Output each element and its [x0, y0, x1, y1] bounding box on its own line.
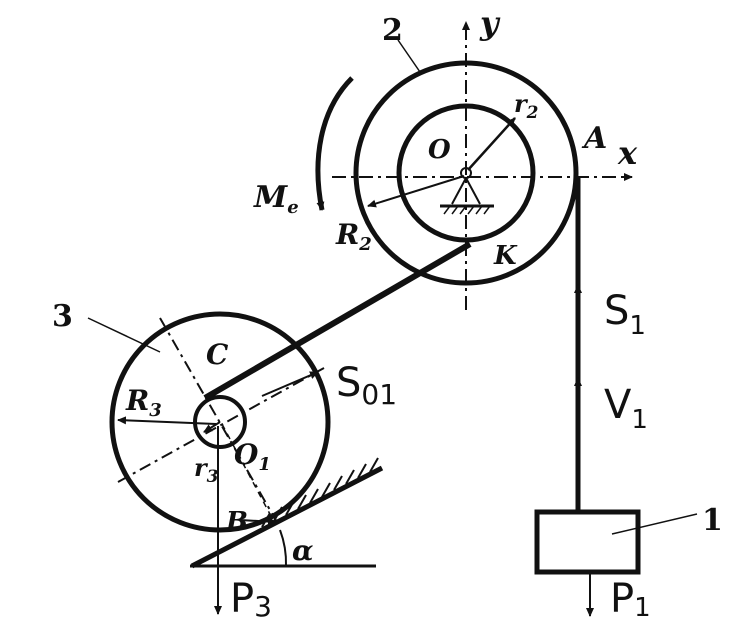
O1-B-line	[221, 423, 273, 519]
label-body-1: 1	[702, 503, 723, 538]
label-alpha: α	[292, 534, 314, 567]
S01-force-arrow	[261, 371, 319, 397]
pulley-2-inner-rim	[396, 103, 536, 243]
block-1	[534, 509, 698, 617]
r3-radius-arrow	[203, 421, 221, 433]
label-point-A: A	[581, 121, 607, 156]
body-3-leader	[87, 317, 161, 353]
block-1-body	[534, 509, 641, 575]
R3-radius-arrow	[117, 416, 217, 425]
label-body-3: 3	[52, 299, 73, 334]
rope-K-C	[203, 241, 472, 401]
wheel-3-outer-rim	[109, 311, 331, 533]
alpha-arc	[279, 529, 288, 567]
label-V1: V1	[604, 382, 648, 435]
wheel-3	[87, 241, 472, 615]
wheel-3-diameter-b	[117, 367, 325, 483]
label-axis-x: x	[617, 134, 638, 172]
label-body-2: 2	[382, 13, 403, 48]
pulley-2	[332, 21, 633, 310]
label-O1: O1	[234, 438, 271, 475]
R2-radius-arrow	[367, 175, 465, 208]
label-Me: Me	[253, 180, 299, 218]
label-point-B: B	[225, 507, 248, 537]
label-R2: R2	[335, 218, 372, 255]
label-point-O: O	[428, 135, 451, 165]
wheel-3-hub	[193, 395, 247, 449]
label-P3: P3	[230, 576, 272, 619]
B-arrow	[239, 517, 277, 526]
r2-radius-arrow	[467, 117, 516, 171]
fixed-support	[440, 177, 494, 215]
wheel-3-diameter-a	[159, 317, 279, 525]
body-1-leader	[611, 513, 698, 535]
moment-Me-arrow	[315, 76, 354, 211]
body-2-leader	[397, 39, 421, 73]
label-r2: r2	[514, 89, 539, 123]
label-r3: r3	[194, 453, 219, 487]
label-axis-y: y	[479, 4, 501, 42]
inclined-plane	[190, 457, 384, 569]
label-point-K: K	[493, 241, 518, 271]
label-point-C: C	[206, 338, 229, 371]
label-S01: S01	[336, 360, 397, 411]
label-R3: R3	[125, 384, 162, 421]
label-P1: P1	[610, 576, 651, 619]
incline-surface	[190, 465, 384, 569]
label-S1: S1	[604, 288, 646, 341]
incline-hatching	[261, 457, 379, 528]
